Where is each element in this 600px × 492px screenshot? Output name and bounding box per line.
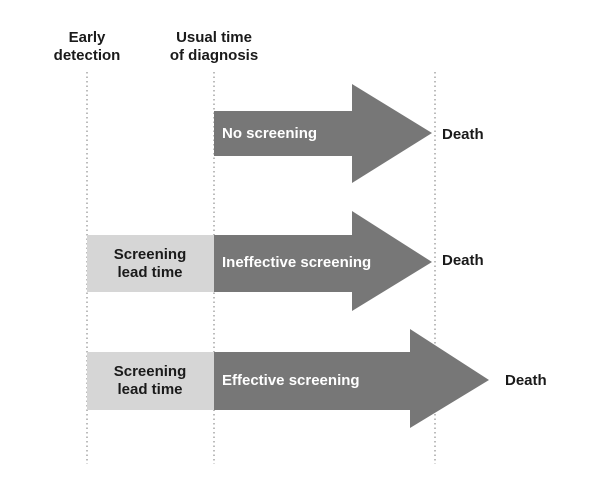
- usual-diagnosis-label-line1: Usual time: [176, 29, 252, 46]
- death-label-3: Death: [505, 372, 547, 389]
- lead-time-label-1-line2: lead time: [117, 264, 182, 281]
- row-ineffective-screening: Screening lead time Ineffective screenin…: [87, 211, 484, 311]
- death-label-1: Death: [442, 126, 484, 143]
- effective-screening-arrow: [214, 329, 489, 428]
- ineffective-screening-label: Ineffective screening: [222, 254, 371, 271]
- lead-time-box-2: [87, 352, 214, 410]
- lead-time-label-2-line2: lead time: [117, 381, 182, 398]
- no-screening-arrow: [214, 84, 432, 183]
- ineffective-screening-arrow: [214, 211, 432, 311]
- row-effective-screening: Screening lead time Effective screening …: [87, 329, 547, 428]
- effective-screening-label: Effective screening: [222, 372, 360, 389]
- usual-diagnosis-label-line2: of diagnosis: [170, 47, 258, 64]
- early-detection-label-line2: detection: [54, 47, 121, 64]
- no-screening-label: No screening: [222, 125, 317, 142]
- lead-time-label-1-line1: Screening: [114, 246, 187, 263]
- lead-time-box-1: [87, 235, 214, 292]
- early-detection-label-line1: Early: [69, 29, 106, 46]
- death-label-2: Death: [442, 252, 484, 269]
- row-no-screening: No screening Death: [214, 84, 484, 183]
- lead-time-label-2-line1: Screening: [114, 363, 187, 380]
